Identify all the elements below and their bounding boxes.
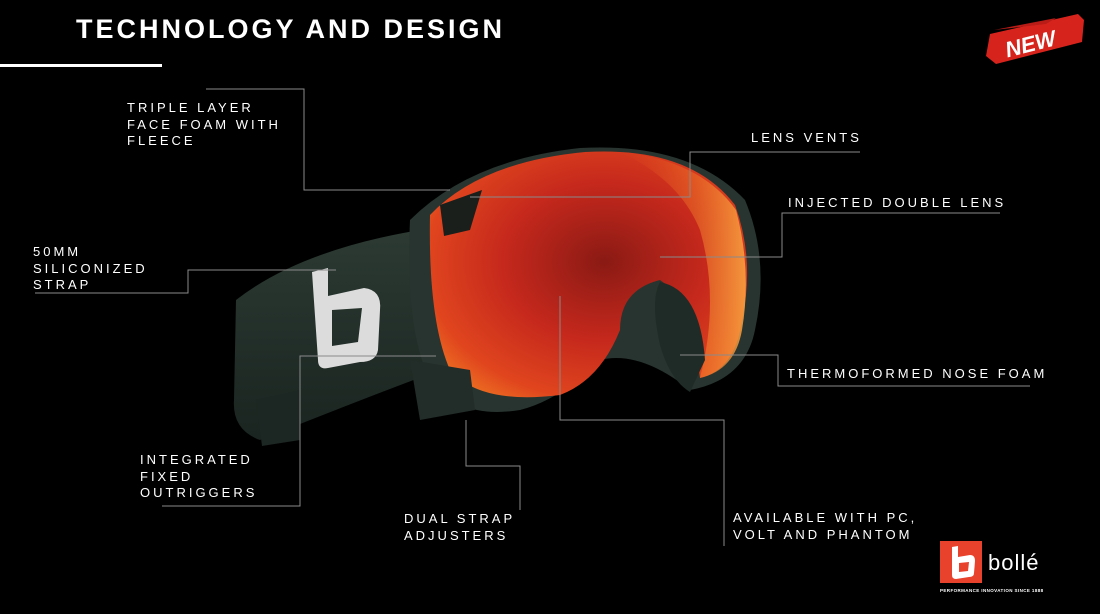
brand-mark-icon [940,541,982,583]
new-badge: NEW [986,12,1086,66]
leader-strap [35,269,336,294]
callout-outriggers: INTEGRATED FIXED OUTRIGGERS [140,452,258,500]
callout-adjusters: DUAL STRAP ADJUSTERS [404,511,516,543]
slide-title: TECHNOLOGY AND DESIGN [76,14,506,44]
leader-double-lens [660,212,1000,258]
strap [233,230,440,440]
callout-double-lens: INJECTED DOUBLE LENS [788,195,1007,210]
leader-lens-vents [470,151,860,198]
brand-logo: bollé PERFORMANCE INNOVATION SINCE 1888 [940,540,1064,596]
callout-strap: 50MM SILICONIZED STRAP [33,244,148,292]
strap-logo-icon [312,268,381,369]
callout-lens-options: AVAILABLE WITH PC, VOLT AND PHANTOM [733,510,918,542]
brand-tagline: PERFORMANCE INNOVATION SINCE 1888 [940,588,1044,593]
leader-lens-options [559,296,725,546]
leader-adjusters [465,420,521,510]
callout-face-foam: TRIPLE LAYER FACE FOAM WITH FLEECE [127,100,281,148]
leader-outriggers [162,355,436,507]
brand-name: bollé [988,550,1040,575]
title-underline [0,64,162,67]
brush-stroke-icon: NEW [986,14,1084,64]
callout-nose-foam: THERMOFORMED NOSE FOAM [787,366,1048,381]
nose-foam [655,282,705,392]
leader-face-foam [206,88,450,191]
goggle-lens [429,151,748,398]
callout-lens-vents: LENS VENTS [751,130,862,145]
leader-nose-foam [680,354,1030,387]
